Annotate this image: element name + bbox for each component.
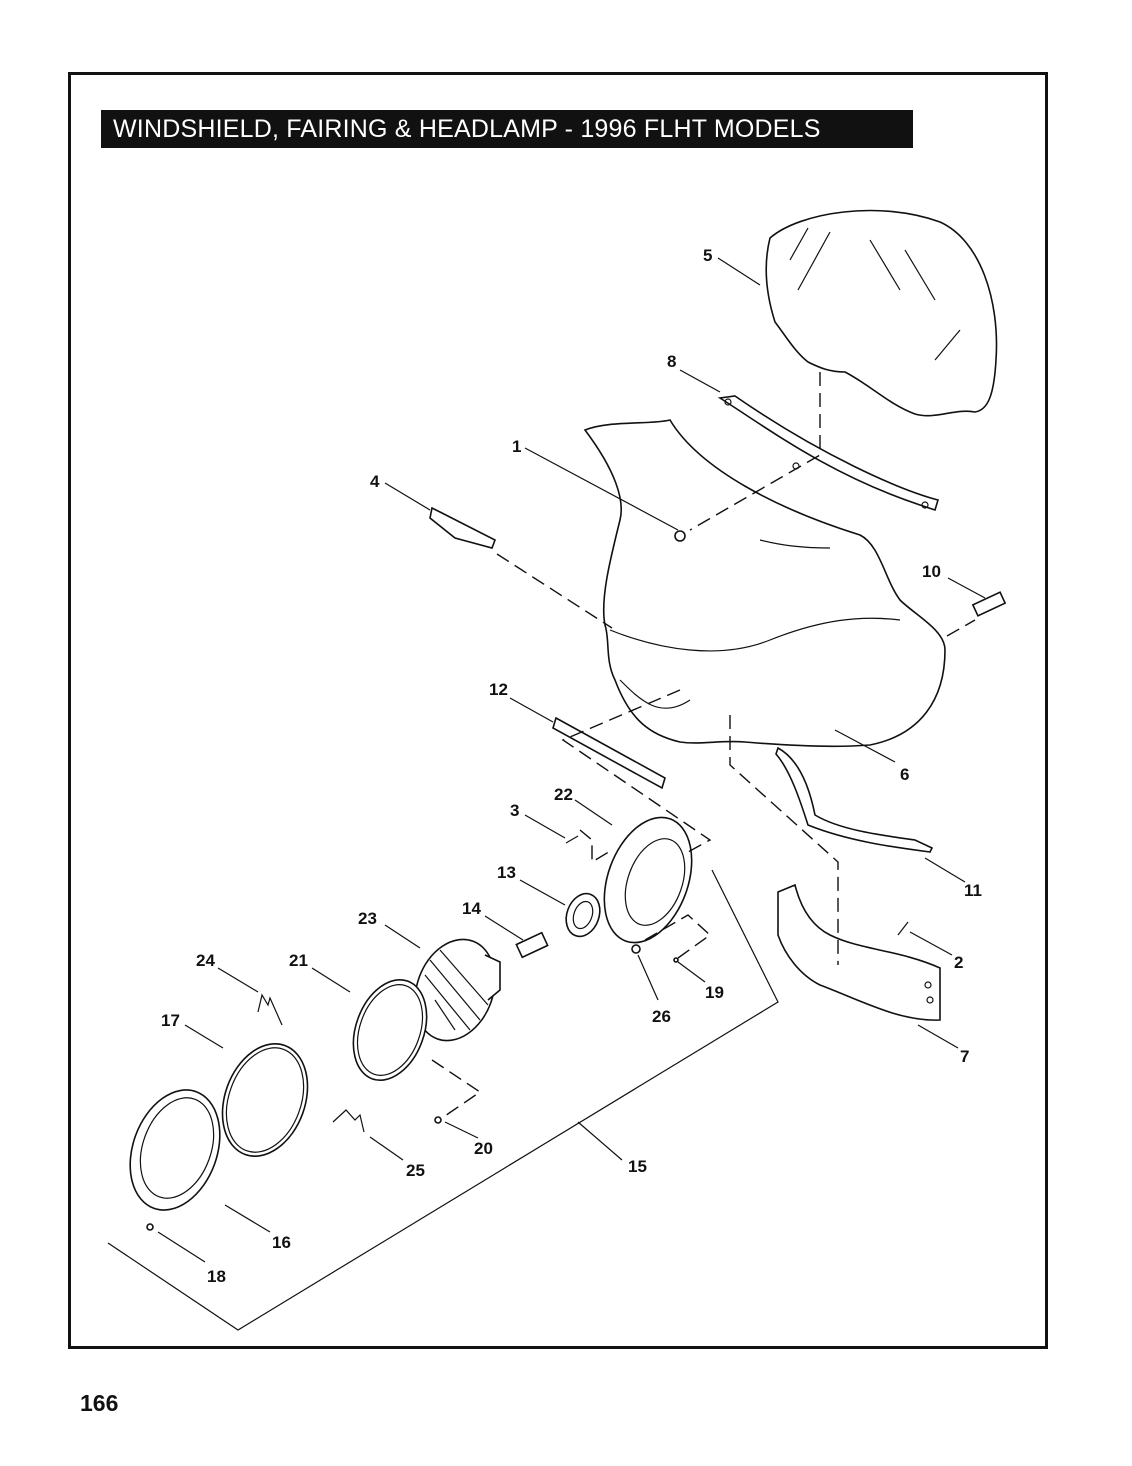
callout-13: 13 — [497, 863, 516, 882]
callout-24: 24 — [196, 951, 215, 970]
trim-strip-12 — [552, 716, 666, 790]
callout-21: 21 — [289, 951, 308, 970]
screw-19 — [673, 957, 679, 963]
callout-4: 4 — [370, 472, 380, 491]
spring-25 — [332, 1109, 365, 1133]
page-number: 166 — [80, 1390, 119, 1416]
callout-16: 16 — [272, 1233, 291, 1252]
screw-26 — [631, 944, 641, 954]
mounting-bracket-7 — [777, 883, 941, 1021]
callout-17: 17 — [161, 1011, 180, 1030]
spring-24 — [257, 993, 283, 1026]
assembly-bracket-15 — [107, 869, 779, 1331]
callout-20: 20 — [474, 1139, 493, 1158]
bracket-11 — [775, 746, 934, 853]
callout-3: 3 — [510, 801, 519, 820]
headlamp-housing — [603, 816, 693, 944]
sealed-beam-headlamp — [414, 938, 501, 1042]
gasket — [221, 1043, 309, 1157]
callout-7: 7 — [960, 1047, 969, 1066]
screw-18 — [146, 1223, 154, 1231]
callout-23: 23 — [358, 909, 377, 928]
callout-6: 6 — [900, 765, 909, 784]
windshield — [765, 209, 998, 417]
bulb-14 — [515, 931, 549, 959]
callout-26: 26 — [652, 1007, 671, 1026]
callout-2: 2 — [954, 953, 963, 972]
diagram-title: WINDSHIELD, FAIRING & HEADLAMP - 1996 FL… — [101, 110, 913, 148]
screw-20 — [434, 1116, 442, 1124]
callout-25: 25 — [406, 1161, 425, 1180]
callout-11: 11 — [964, 881, 982, 900]
callout-10: 10 — [922, 562, 941, 581]
fairing-cap — [429, 506, 497, 549]
screw-2 — [897, 921, 909, 936]
callout-12: 12 — [489, 680, 508, 699]
leader-lines — [157, 257, 986, 1263]
windshield-trim-strip — [717, 395, 940, 512]
callout-labels: 1 2 3 4 5 6 7 8 10 11 12 13 14 15 16 17 … — [161, 246, 982, 1286]
callout-14: 14 — [462, 899, 481, 918]
adapter-13 — [565, 892, 601, 938]
callout-19: 19 — [705, 983, 724, 1002]
diagram-border — [68, 72, 1048, 1349]
callout-5: 5 — [703, 246, 712, 265]
callout-18: 18 — [207, 1267, 226, 1286]
assembly-lines — [431, 372, 976, 1119]
trim-ring — [129, 1089, 221, 1211]
callout-22: 22 — [554, 785, 573, 804]
screw-3 — [565, 835, 579, 844]
retaining-ring — [352, 978, 428, 1082]
fairing — [583, 419, 946, 748]
screw-1 — [674, 530, 686, 542]
callout-15: 15 — [628, 1157, 647, 1176]
callout-1: 1 — [512, 437, 521, 456]
callout-8: 8 — [667, 352, 676, 371]
stud-10 — [971, 591, 1007, 617]
